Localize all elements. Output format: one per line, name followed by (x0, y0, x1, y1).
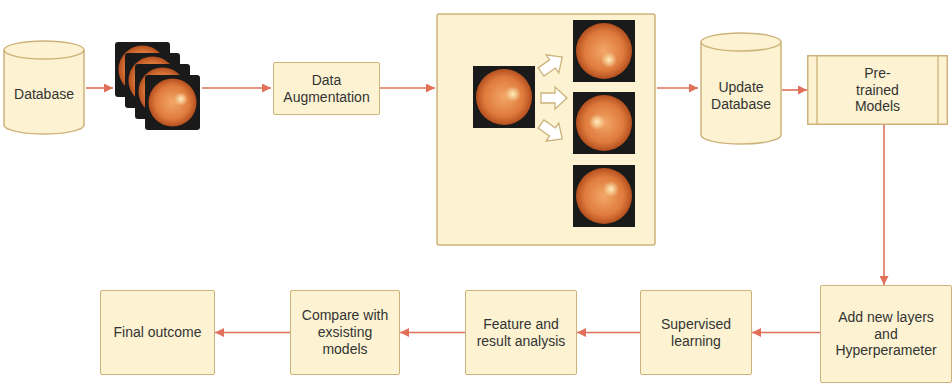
node-label: Final outcome (114, 324, 202, 341)
node-label: Pre-trained Models (848, 65, 908, 115)
flow-arrow (215, 332, 290, 334)
fundus-image-stack (115, 42, 200, 130)
node-label: Compare with exsisting models (297, 307, 393, 357)
node-label: Database (14, 86, 74, 103)
process-box: Data Augmentation (273, 62, 380, 115)
node-label: Supervised learning (647, 316, 745, 350)
predefined-process-box: Pre-trained Models (807, 55, 948, 125)
process-box: Add new layers and Hyperperameter (820, 285, 952, 383)
process-box: Compare with exsisting models (290, 290, 400, 375)
node-label: Update Database (706, 79, 776, 113)
process-box: Final outcome (100, 290, 215, 375)
flow-arrows (86, 87, 698, 89)
flow-arrow (400, 332, 465, 334)
process-box: Supervised learning (640, 290, 752, 375)
process-box: Feature and result analysis (465, 290, 577, 375)
database-cylinder: Database (3, 40, 85, 135)
node-label: Data Augmentation (280, 72, 373, 106)
flow-arrow (883, 125, 885, 285)
node-label: Add new layers and Hyperperameter (827, 309, 945, 359)
augmentation-panel (437, 14, 655, 245)
database-cylinder: Update Database (700, 32, 782, 145)
flow-arrow (752, 332, 820, 334)
flow-arrow (577, 332, 640, 334)
flow-arrow (782, 89, 807, 91)
node-label: Feature and result analysis (472, 316, 570, 350)
